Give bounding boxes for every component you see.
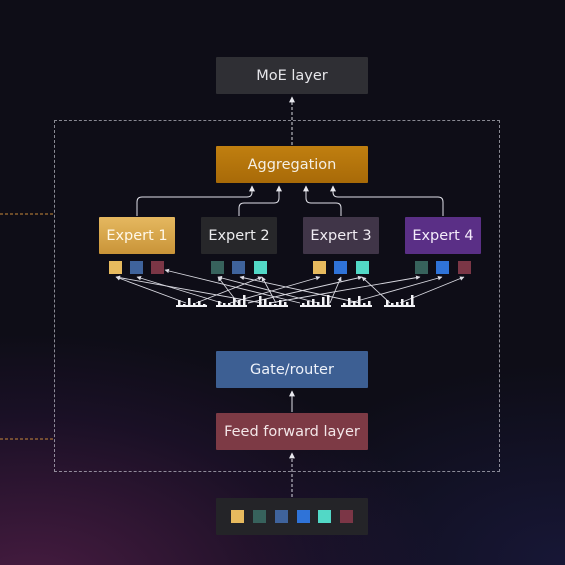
- expert-2-label: Expert 2: [208, 227, 270, 244]
- arrow-expert3-to-agg: [303, 185, 342, 216]
- gate-router-label: Gate/router: [250, 361, 334, 378]
- expert-3-token-bright-blue: [334, 261, 347, 274]
- input-token-maroon: [340, 510, 353, 523]
- expert-4-token-maroon: [458, 261, 471, 274]
- input-token-gold: [231, 510, 244, 523]
- input-token-cyan: [318, 510, 331, 523]
- bar-histogram-glyph-6: [384, 295, 415, 307]
- moe-layer-box: MoE layer: [216, 57, 368, 94]
- gate-router-box: Gate/router: [216, 351, 368, 388]
- expert-4-box: Expert 4: [405, 217, 481, 254]
- moe-layer-frame: [54, 120, 500, 472]
- expert-2-token-steel-blue: [232, 261, 245, 274]
- expert-3-token-cyan: [356, 261, 369, 274]
- bar-histogram-glyph-5: [341, 296, 372, 307]
- expert-3-box: Expert 3: [303, 217, 379, 254]
- expert-2-token-dark-teal: [211, 261, 224, 274]
- expert-4-token-dark-teal: [415, 261, 428, 274]
- expert-2-token-cyan: [254, 261, 267, 274]
- expert-2-box: Expert 2: [201, 217, 277, 254]
- expert-1-token-maroon: [151, 261, 164, 274]
- moe-layer-label: MoE layer: [256, 67, 328, 84]
- histogram-glyphs: [176, 295, 415, 307]
- expert-3-token-gold: [313, 261, 326, 274]
- arrow-expert2-to-agg: [238, 185, 282, 216]
- expert-1-token-gold: [109, 261, 122, 274]
- input-token-bright-blue: [297, 510, 310, 523]
- bar-histogram-glyph-2: [216, 295, 247, 307]
- feed-forward-layer-label: Feed forward layer: [224, 423, 360, 440]
- bar-histogram-glyph-4: [300, 295, 331, 307]
- arrow-expert1-to-agg: [136, 185, 255, 216]
- arrow-expert4-to-agg: [330, 185, 444, 216]
- input-token-dark-teal: [253, 510, 266, 523]
- bar-histogram-glyph-3: [257, 296, 288, 307]
- input-token-steel-blue: [275, 510, 288, 523]
- expert-4-token-bright-blue: [436, 261, 449, 274]
- routing-lines: [115, 268, 465, 304]
- expert-1-token-steel-blue: [130, 261, 143, 274]
- feed-forward-layer-box: Feed forward layer: [216, 413, 368, 450]
- expert-3-label: Expert 3: [310, 227, 372, 244]
- expert-1-box: Expert 1: [99, 217, 175, 254]
- expert-1-label: Expert 1: [106, 227, 168, 244]
- aggregation-label: Aggregation: [247, 156, 337, 173]
- aggregation-box: Aggregation: [216, 146, 368, 183]
- expert-4-label: Expert 4: [412, 227, 474, 244]
- bar-histogram-glyph-1: [176, 298, 207, 307]
